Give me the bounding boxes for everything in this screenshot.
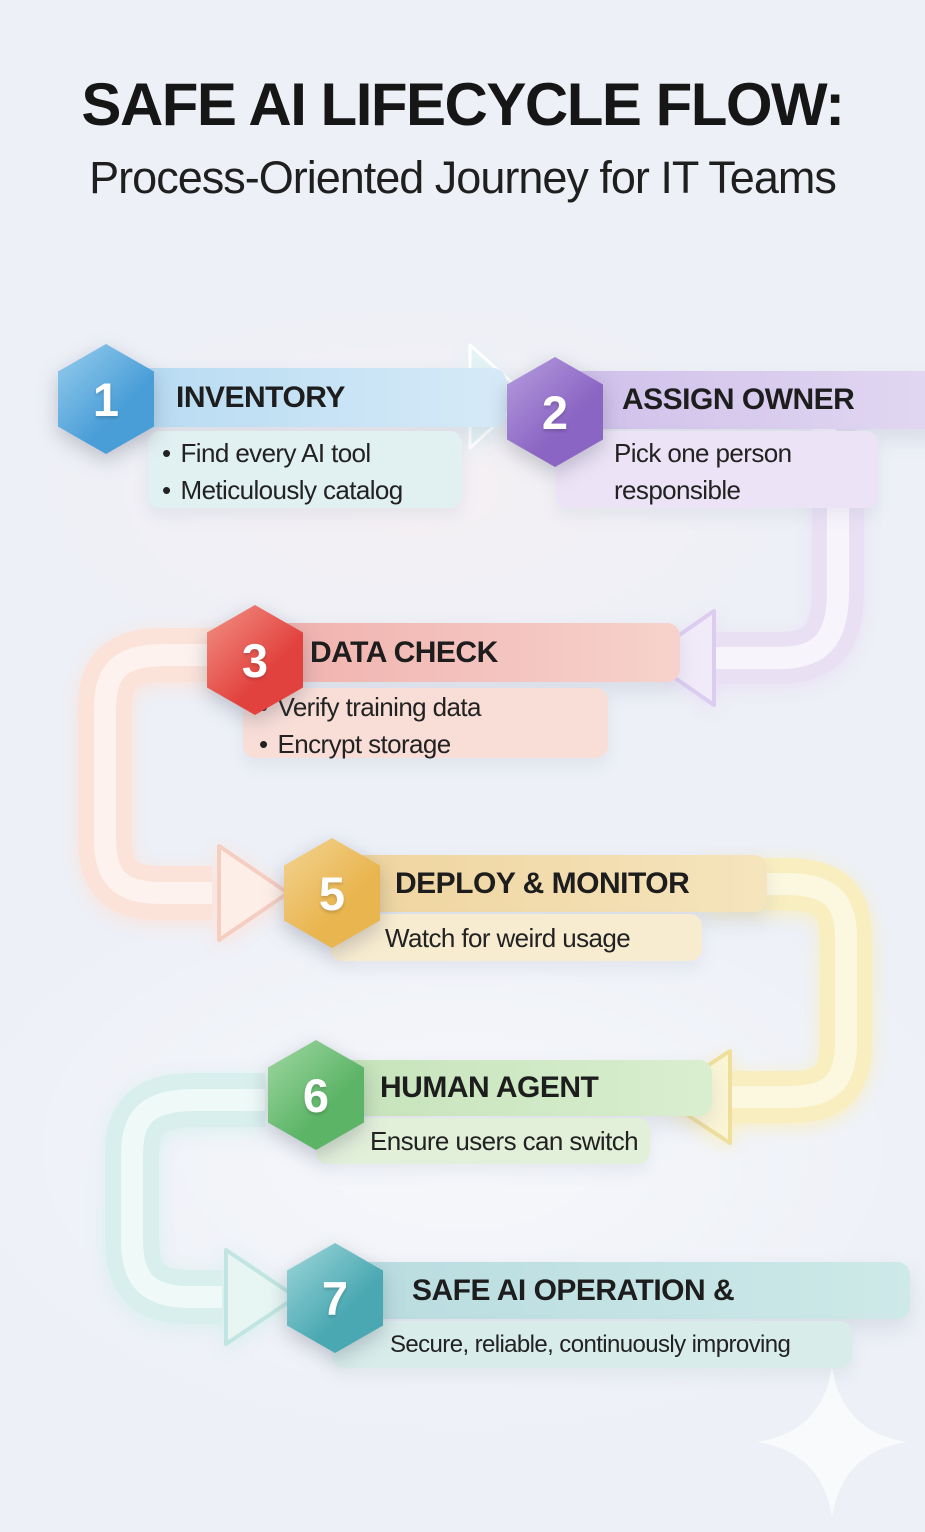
- detail-item: Meticulously catalog: [162, 472, 462, 509]
- step-number-hexagon: 6: [268, 1040, 364, 1150]
- detail-item: Find every AI tool: [162, 435, 462, 472]
- step-number: 7: [321, 1271, 349, 1325]
- step-title: HUMAN AGENT: [380, 1071, 599, 1104]
- arrow-curve-down-right-icon: [105, 1073, 298, 1346]
- step-details-box: Find every AI tool Meticulously catalog: [148, 431, 462, 508]
- detail-item: Verify training data: [259, 689, 608, 726]
- detail-item: Pick one person responsible: [614, 438, 792, 505]
- step-details-box: Watch for weird usage: [330, 914, 702, 961]
- step-title-bar: DEPLOY & MONITOR: [338, 855, 767, 912]
- step-details: Verify training data Encrypt storage: [243, 688, 608, 763]
- sparkle-icon: [757, 1367, 907, 1517]
- step-number: 6: [302, 1068, 330, 1122]
- step-details-box: Verify training data Encrypt storage: [243, 688, 608, 759]
- step-number-hexagon: 1: [58, 344, 154, 454]
- step-number-hexagon: 3: [207, 605, 303, 715]
- step-title-bar: ASSIGN OWNER: [552, 371, 925, 429]
- detail-item: Secure, reliable, continuously improving: [390, 1331, 791, 1358]
- arrow-curve-down-left-icon: [644, 403, 864, 707]
- page-title: SAFE AI LIFECYCLE FLOW:: [81, 71, 845, 138]
- step-details: Find every AI tool Meticulously catalog: [148, 431, 462, 509]
- step-number: 3: [241, 633, 269, 687]
- step-details: Ensure users can switch: [316, 1118, 650, 1160]
- step-title: DATA CHECK: [310, 635, 498, 669]
- step-title: SAFE AI OPERATION &: [412, 1273, 735, 1307]
- arrow-right-icon: [426, 343, 529, 450]
- arrow-curve-down-right-icon: [78, 628, 290, 942]
- step-number: 5: [318, 866, 346, 920]
- step-title-bar: INVENTORY: [126, 368, 506, 427]
- step-title-bar: DATA CHECK: [250, 623, 680, 682]
- step-details-box: Secure, reliable, continuously improving: [332, 1321, 852, 1368]
- detail-item: Watch for weird usage: [385, 923, 631, 953]
- detail-item: Ensure users can switch: [370, 1126, 639, 1156]
- step-details: Watch for weird usage: [330, 914, 702, 957]
- page-subtitle: Process-Oriented Journey for IT Teams: [89, 152, 837, 203]
- step-details-box: Pick one person responsible: [556, 431, 878, 508]
- step-details: Pick one person responsible: [556, 431, 878, 509]
- step-details: Secure, reliable, continuously improving: [332, 1321, 852, 1362]
- step-details-box: Ensure users can switch: [316, 1118, 650, 1164]
- step-title: DEPLOY & MONITOR: [395, 866, 690, 900]
- step-title-bar: SAFE AI OPERATION &: [340, 1262, 910, 1319]
- step-number-hexagon: 2: [507, 357, 603, 467]
- step-number-hexagon: 7: [287, 1243, 383, 1353]
- step-number: 2: [541, 385, 569, 439]
- detail-item: Encrypt storage: [259, 726, 608, 763]
- step-title: INVENTORY: [176, 380, 345, 414]
- arrow-curve-down-left-icon: [658, 858, 872, 1145]
- step-number-hexagon: 5: [284, 838, 380, 948]
- step-title-bar: HUMAN AGENT: [318, 1060, 712, 1116]
- step-title: ASSIGN OWNER: [622, 383, 855, 416]
- step-number: 1: [92, 372, 120, 426]
